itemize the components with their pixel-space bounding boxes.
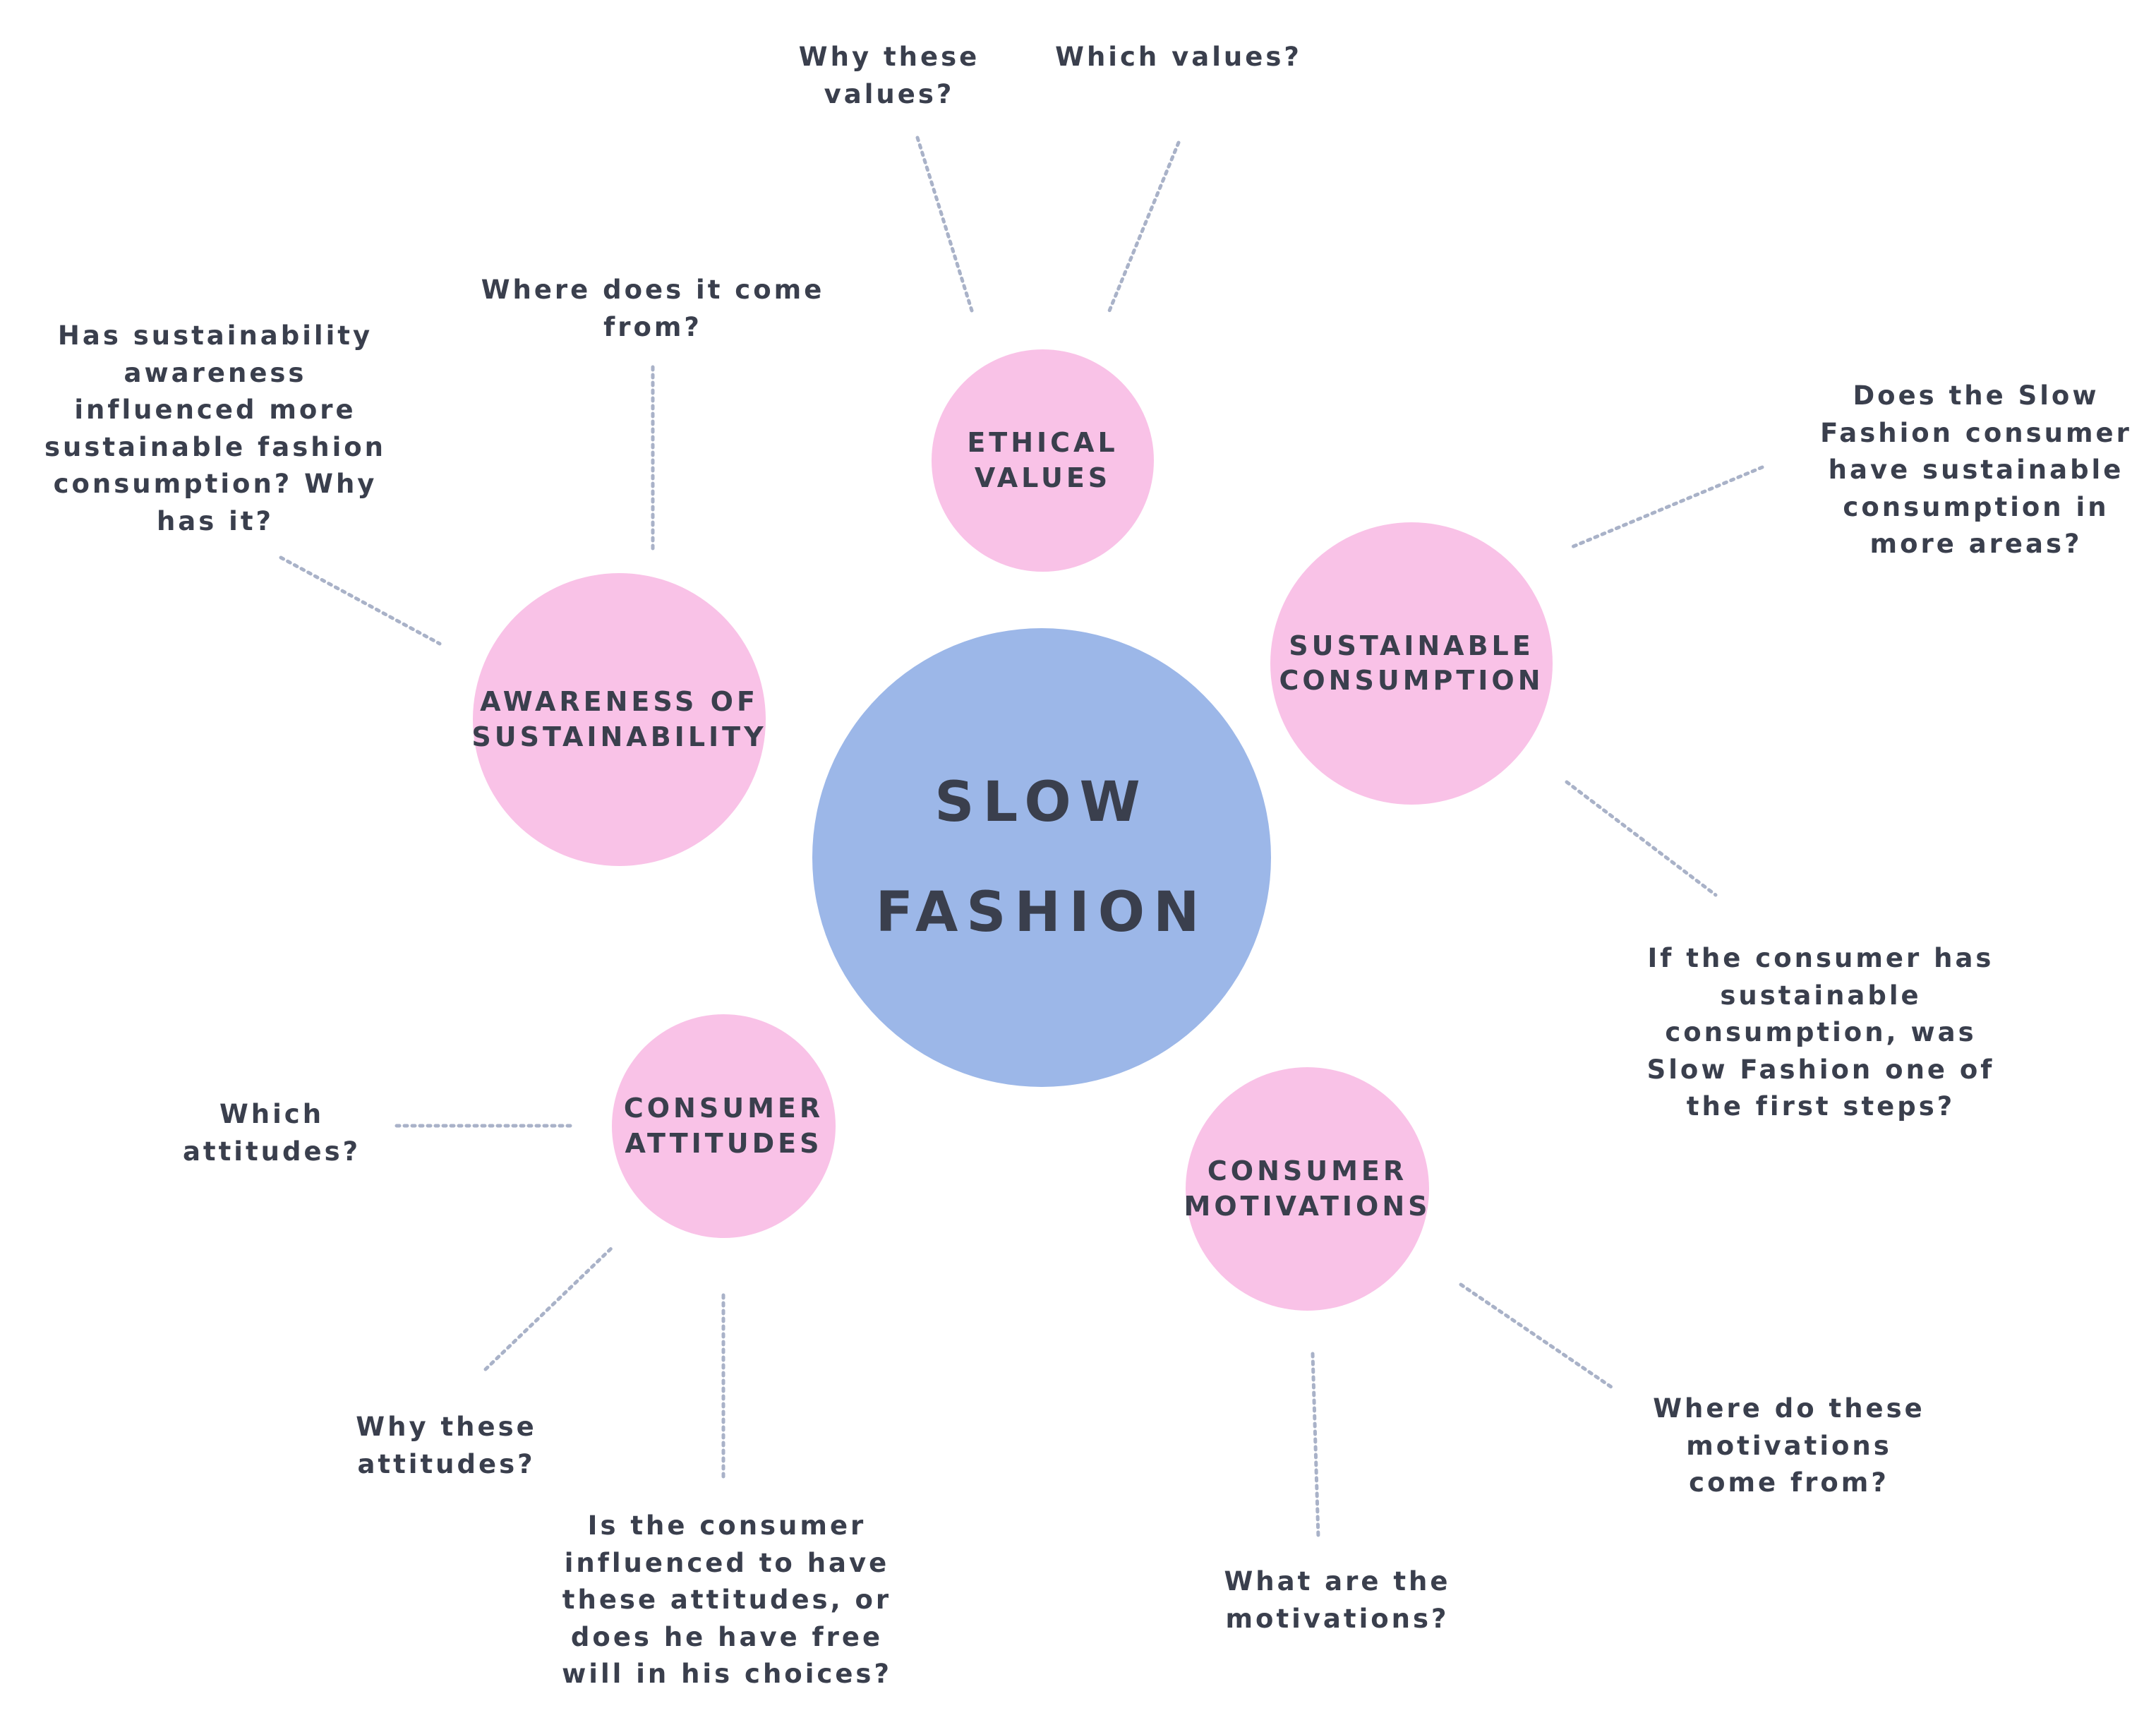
question-where-does-it-come-from: Where does it come from? xyxy=(481,275,825,342)
question-has-awareness-influenced: Has sustainability awareness influenced … xyxy=(44,320,387,536)
question-is-consumer-influenced: Is the consumer influenced to have these… xyxy=(562,1510,892,1690)
slow-fashion-center-node: SLOW FASHION xyxy=(812,628,1271,1087)
connector-what-are-motivations xyxy=(1311,1352,1320,1539)
connector-why-these-values xyxy=(915,136,974,313)
consumer-motivations-label: CONSUMER MOTIVATIONS xyxy=(1184,1155,1431,1222)
question-what-are-motivations: What are the motivations? xyxy=(1224,1566,1451,1634)
question-why-these-values: Why these values? xyxy=(798,42,980,109)
ethical-values-label: ETHICAL VALUES xyxy=(967,427,1119,493)
center-label: SLOW FASHION xyxy=(875,771,1208,944)
consumer-attitudes-label: CONSUMER ATTITUDES xyxy=(623,1093,824,1159)
connector-why-these-attitudes xyxy=(483,1244,616,1371)
consumer-motivations-node: CONSUMER MOTIVATIONS xyxy=(1184,1067,1431,1311)
connector-where-do-motivations xyxy=(1459,1282,1613,1389)
question-which-values: Which values? xyxy=(1055,42,1302,72)
connector-has-awareness-influenced xyxy=(279,555,442,646)
awareness-of-sustainability-label: AWARENESS OF SUSTAINABILITY xyxy=(471,686,767,752)
question-where-do-motivations-come-from: Where do these motivations come from? xyxy=(1653,1393,1925,1498)
awareness-of-sustainability-node: AWARENESS OF SUSTAINABILITY xyxy=(471,573,767,866)
connector-which-values xyxy=(1106,140,1181,316)
question-does-slow-fashion-consumer: Does the Slow Fashion consumer have sust… xyxy=(1820,380,2132,560)
sustainable-consumption-label: SUSTAINABLE CONSUMPTION xyxy=(1279,630,1544,696)
question-which-attitudes: Which attitudes? xyxy=(182,1099,361,1167)
ethical-values-node: ETHICAL VALUES xyxy=(932,349,1154,572)
connector-if-consumer-has xyxy=(1565,780,1718,897)
consumer-attitudes-node: CONSUMER ATTITUDES xyxy=(612,1014,836,1238)
question-why-these-attitudes: Why these attitudes? xyxy=(356,1412,537,1479)
sustainable-consumption-node: SUSTAINABLE CONSUMPTION xyxy=(1270,522,1553,805)
connector-does-slow-fashion-consumer xyxy=(1568,465,1764,550)
question-if-consumer-has: If the consumer has sustainable consumpt… xyxy=(1646,943,1995,1122)
